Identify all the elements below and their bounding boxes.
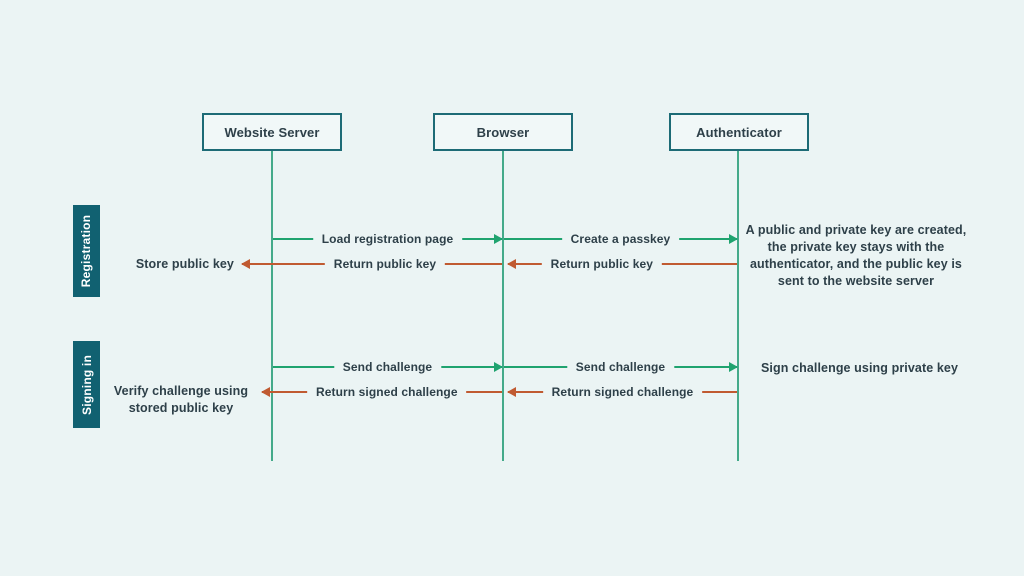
note-store-public-key: Store public key [135,257,234,271]
arrow-left-icon [507,259,516,269]
message-return-signed-challenge-auth-to-browser: Return signed challenge [507,385,737,399]
arrow-right-icon [494,234,503,244]
actor-label-browser: Browser [476,124,530,140]
lifeline-browser [502,151,504,461]
message-label: Load registration page [312,232,463,246]
lifeline-website-server [271,151,273,461]
message-label: Return signed challenge [306,385,467,399]
arrow-left-icon [507,387,516,397]
arrow-left-icon [241,259,250,269]
lifeline-authenticator [737,151,739,461]
section-label-registration: Registration [73,205,100,297]
section-label-signing-in-text: Signing in [79,354,94,415]
arrow-right-icon [729,362,738,372]
message-create-a-passkey: Create a passkey [504,232,738,246]
message-send-challenge-browser-to-auth: Send challenge [504,360,738,374]
actor-label-website-server: Website Server [224,124,320,140]
actor-box-website-server: Website Server [202,113,342,151]
section-label-registration-text: Registration [79,214,94,288]
message-return-public-key-browser-to-server: Return public key [241,257,502,271]
arrow-right-icon [729,234,738,244]
message-label: Return public key [324,257,446,271]
message-send-challenge-server-to-browser: Send challenge [273,360,503,374]
note-sign-challenge: Sign challenge using private key [761,361,959,375]
actor-box-authenticator: Authenticator [669,113,809,151]
message-return-signed-challenge-browser-to-server: Return signed challenge [261,385,502,399]
message-label: Send challenge [566,360,675,374]
message-label: Return public key [541,257,663,271]
message-label: Return signed challenge [542,385,703,399]
message-load-registration-page: Load registration page [273,232,503,246]
message-label: Create a passkey [561,232,680,246]
arrow-left-icon [261,387,270,397]
actor-box-browser: Browser [433,113,573,151]
note-keys-created: A public and private key are created, th… [745,223,967,288]
actor-label-authenticator: Authenticator [696,124,782,140]
section-label-signing-in: Signing in [73,341,100,428]
arrow-right-icon [494,362,503,372]
message-return-public-key-auth-to-browser: Return public key [507,257,737,271]
note-verify-challenge: Verify challenge using stored public key [113,384,249,415]
message-label: Send challenge [333,360,442,374]
